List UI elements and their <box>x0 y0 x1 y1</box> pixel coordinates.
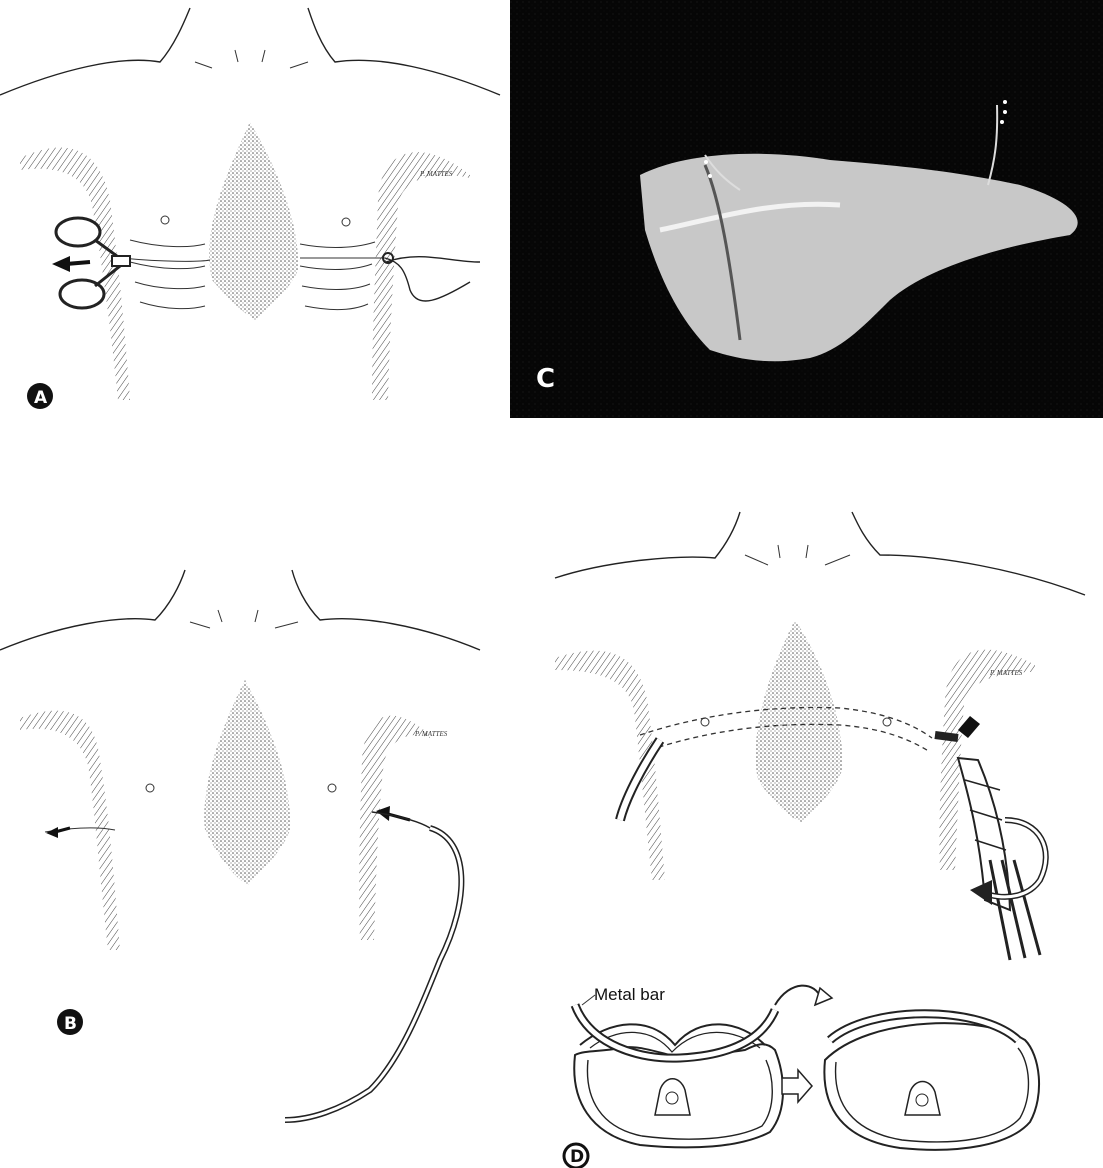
right-nipple <box>328 784 336 792</box>
artist-credit-a: P. MATTES <box>419 170 453 178</box>
clavicle-marks <box>190 610 298 628</box>
left-axilla-shading <box>20 147 130 400</box>
left-nipple <box>161 216 169 224</box>
sternum-shading <box>756 620 843 822</box>
left-shoulder-outline <box>0 570 185 650</box>
artist-credit-d: P. MATTES <box>989 669 1023 677</box>
left-axilla-shading <box>20 711 120 950</box>
left-arrow-icon <box>46 827 58 838</box>
metal-bar-label: Metal bar <box>594 985 665 1004</box>
flip-arrow-icon <box>815 988 832 1005</box>
tunnel-left <box>122 258 210 261</box>
panel-b: P. MATTES B <box>0 540 540 1168</box>
panel-b-drawing: P. MATTES B <box>0 540 540 1168</box>
right-shoulder-outline <box>308 8 500 95</box>
right-shoulder-outline <box>852 512 1085 595</box>
right-axilla-shading <box>372 152 470 400</box>
clavicle-marks <box>745 545 850 565</box>
right-shoulder-outline <box>292 570 480 650</box>
tape-loop <box>385 257 480 301</box>
panel-d-label: D <box>570 1147 584 1167</box>
panel-b-label: B <box>64 1014 77 1034</box>
panel-c: C <box>510 0 1103 418</box>
pull-arrow-icon <box>52 256 70 272</box>
left-shoulder-outline <box>555 512 740 578</box>
rotate-arrow-icon <box>970 880 992 905</box>
panel-d: P. MATTES Metal bar D <box>540 500 1103 1168</box>
right-rib-lines <box>300 242 375 310</box>
clavicle-marks <box>195 50 308 68</box>
left-nipple <box>146 784 154 792</box>
left-shoulder-outline <box>0 8 190 95</box>
sternum-shading <box>209 122 298 320</box>
panel-c-photo <box>510 0 1103 418</box>
left-rib-lines <box>130 240 205 309</box>
flip-arrow <box>775 986 822 1005</box>
panel-a-drawing: P. MATTES A <box>0 0 500 420</box>
panel-d-drawing: P. MATTES Metal bar D <box>540 500 1103 1168</box>
panel-a: P. MATTES A <box>0 0 500 420</box>
right-nipple <box>342 218 350 226</box>
transition-arrow-icon <box>782 1070 812 1102</box>
sternum-shading <box>204 680 290 885</box>
panel-a-label: A <box>34 388 48 408</box>
right-nipple <box>883 718 891 726</box>
right-axilla-shading <box>359 716 430 940</box>
cross-section-after <box>824 1014 1039 1150</box>
artist-credit-b: P. MATTES <box>414 730 448 738</box>
panel-c-label: C <box>536 364 555 394</box>
